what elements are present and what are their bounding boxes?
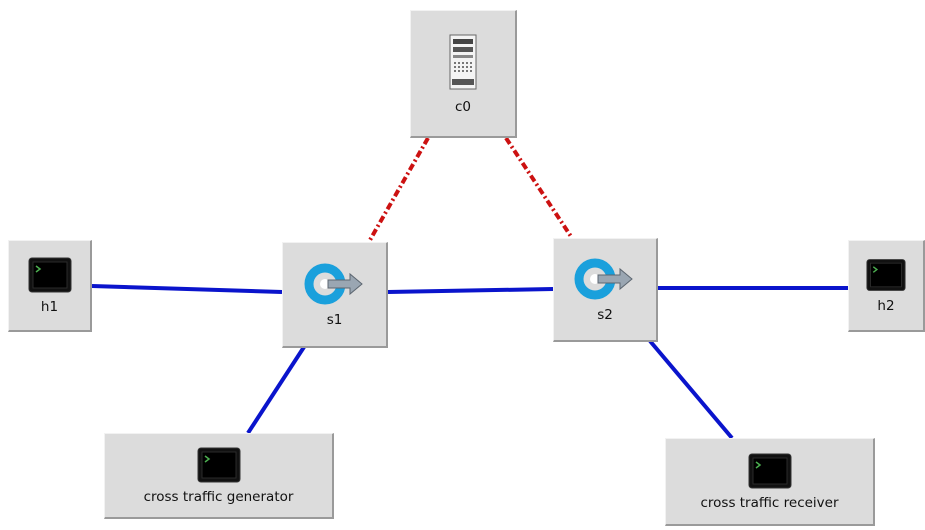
node-label: s2 — [597, 306, 613, 323]
link-c0-s1[interactable] — [368, 137, 430, 241]
node-h2[interactable]: h2 — [848, 240, 925, 332]
link-s2-receiver[interactable] — [648, 339, 734, 440]
terminal-icon — [866, 258, 906, 291]
switch-icon — [574, 258, 633, 299]
link-s1-s2[interactable] — [387, 287, 554, 294]
link-s1-generator[interactable] — [246, 345, 306, 435]
node-label: h1 — [40, 298, 59, 315]
link-c0-s2[interactable] — [504, 136, 574, 240]
node-label: h2 — [877, 297, 895, 314]
node-h1[interactable]: h1 — [8, 240, 92, 332]
node-cross-traffic-generator[interactable]: cross traffic generator — [104, 433, 334, 519]
node-label: cross traffic receiver — [700, 494, 839, 511]
node-cross-traffic-receiver[interactable]: cross traffic receiver — [665, 438, 875, 526]
node-label: cross traffic generator — [143, 488, 294, 505]
switch-icon — [304, 263, 363, 304]
server-icon — [449, 34, 477, 89]
node-label: c0 — [454, 98, 471, 115]
node-s1[interactable]: s1 — [282, 242, 388, 348]
link-h1-s1[interactable] — [91, 284, 283, 294]
terminal-icon — [748, 453, 791, 488]
node-s2[interactable]: s2 — [553, 238, 658, 342]
terminal-icon — [197, 447, 240, 482]
node-c0[interactable]: c0 — [410, 10, 517, 138]
terminal-icon — [28, 257, 71, 292]
node-label: s1 — [326, 311, 343, 328]
